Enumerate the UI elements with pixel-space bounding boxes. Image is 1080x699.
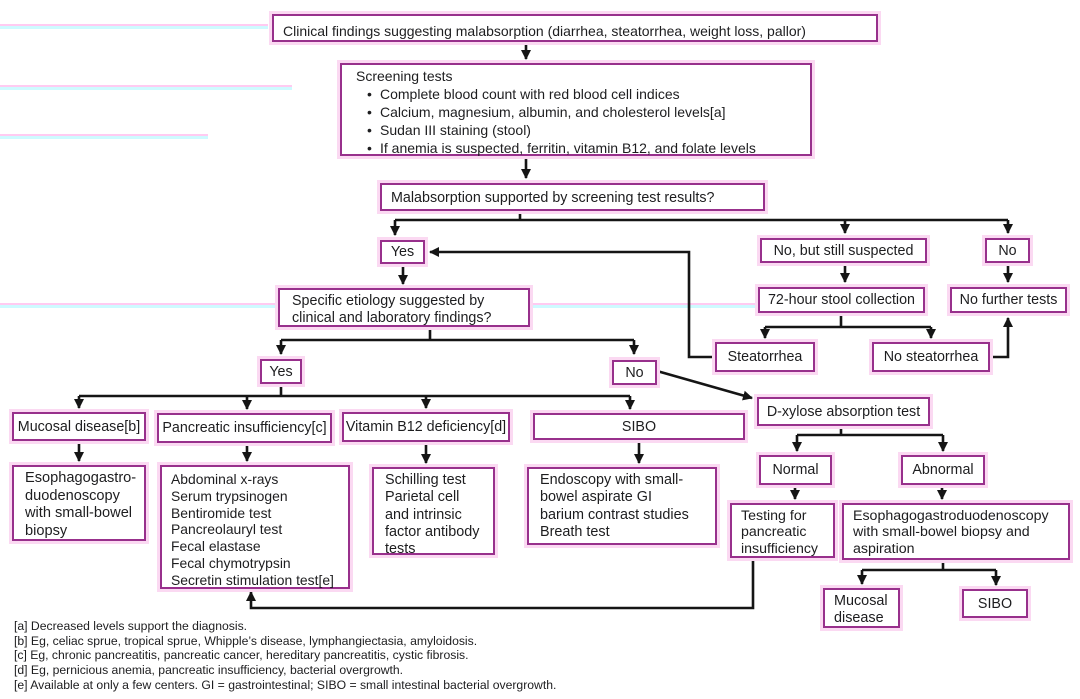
node-clinical-findings: Clinical findings suggesting malabsorpti… <box>272 14 878 42</box>
node-screening-tests: Screening tests Complete blood count wit… <box>340 63 812 157</box>
node-mucosal-disease: Mucosal disease[b] <box>12 412 146 441</box>
footnote: [a] Decreased levels support the diagnos… <box>14 619 248 633</box>
node-sibo-tests: Endoscopy with small- bowel aspirate GI … <box>527 467 717 545</box>
footnote: [b] Eg, celiac sprue, tropical sprue, Wh… <box>14 633 478 648</box>
screening-test-item: Sudan III staining (stool) <box>356 121 806 139</box>
node-yes-screening: Yes <box>380 240 425 264</box>
scan-artifact <box>0 24 268 29</box>
node-sibo: SIBO <box>533 413 745 440</box>
footnote: [d] Eg, pernicious anemia, pancreatic in… <box>14 663 404 678</box>
footnote: [c] Eg, chronic pancreatitis, pancreatic… <box>14 648 469 663</box>
node-dxylose-absorption-test: D-xylose absorption test <box>757 397 930 426</box>
screening-test-item: Calcium, magnesium, albumin, and cholest… <box>356 103 806 121</box>
node-egd-small-bowel-biopsy: Esophagogastro- duodenoscopy with small-… <box>12 465 146 541</box>
node-no-screening: No <box>985 238 1030 263</box>
node-no-further-tests: No further tests <box>950 287 1067 313</box>
footnotes: [a] Decreased levels support the diagnos… <box>14 619 556 693</box>
screening-tests-title: Screening tests <box>356 68 453 84</box>
node-b12-deficiency-tests: Schilling test Parietal cell and intrins… <box>372 467 495 557</box>
node-sibo-result: SIBO <box>962 589 1028 618</box>
node-testing-pancreatic-insufficiency: Testing for pancreatic insufficiency <box>730 503 835 558</box>
node-vitamin-b12-deficiency: Vitamin B12 deficiency[d] <box>342 412 510 442</box>
scan-artifact <box>0 85 292 90</box>
node-no-etiology: No <box>612 360 657 385</box>
scan-artifact <box>0 134 208 139</box>
node-malabsorption-question: Malabsorption supported by screening tes… <box>380 183 765 211</box>
node-egd-biopsy-aspiration: Esophagogastroduodenoscopy with small-bo… <box>842 503 1070 560</box>
node-steatorrhea: Steatorrhea <box>715 342 815 372</box>
node-no-steatorrhea: No steatorrhea <box>872 342 990 372</box>
footnote: [e] Available at only a few centers. GI … <box>14 677 557 692</box>
screening-test-item: If anemia is suspected, ferritin, vitami… <box>356 139 806 157</box>
node-yes-etiology: Yes <box>260 359 302 384</box>
node-pancreatic-insufficiency: Pancreatic insufficiency[c] <box>157 413 332 443</box>
node-72-hour-stool-collection: 72-hour stool collection <box>758 287 925 313</box>
screening-test-item: Complete blood count with red blood cell… <box>356 85 806 103</box>
node-no-but-still-suspected: No, but still suspected <box>760 238 927 263</box>
node-normal-result: Normal <box>759 455 832 485</box>
node-specific-etiology-question: Specific etiology suggested by clinical … <box>278 288 530 327</box>
node-pancreatic-insufficiency-tests: Abdominal x-rays Serum trypsinogen Benti… <box>160 465 350 589</box>
node-abnormal-result: Abnormal <box>901 455 985 485</box>
node-mucosal-disease-result: Mucosal disease <box>823 588 900 628</box>
